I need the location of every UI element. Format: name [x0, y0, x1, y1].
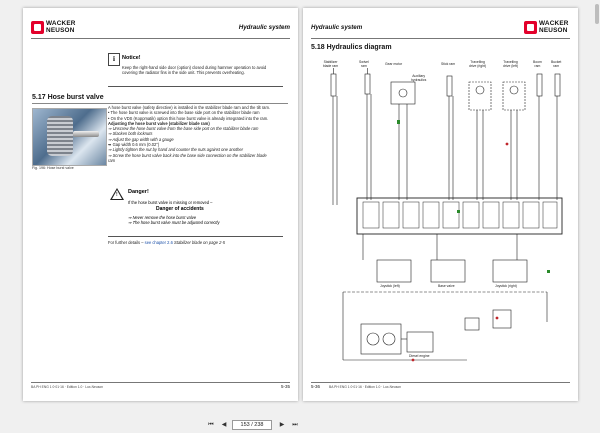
page-number: 5-36 [311, 384, 321, 389]
vertical-scrollbar[interactable] [595, 4, 599, 24]
body-line: ram [108, 157, 116, 163]
body-line: A hose burst valve (safety directive) is… [108, 105, 271, 110]
body-line: ⇒ Lightly tighten the nut by hand and co… [108, 147, 243, 153]
label-stabilizer-ram: Stabilizer blade ram [323, 60, 339, 68]
label-diesel-engine: Diesel engine [409, 354, 430, 358]
page-number-input[interactable] [232, 420, 272, 430]
label-stick-ram: Stick ram [441, 62, 456, 66]
body-text: A hose burst valve (safety directive) is… [108, 105, 288, 163]
danger-intro: If the hose burst valve is missing or re… [128, 200, 213, 205]
notice-title: Notice! [122, 55, 141, 61]
notice-box: i Notice! Keep the right-hand side door … [108, 53, 283, 87]
label-boom-ram: Boom ram [533, 60, 542, 68]
warning-icon: ! [110, 188, 124, 200]
section-title: 5.18 Hydraulics diagram [311, 44, 392, 51]
section-title: 5.17 Hose burst valve [32, 94, 104, 101]
body-line: ⇒ Adjust the gap width with a gauge [108, 136, 174, 142]
logo-mark-icon [31, 21, 44, 34]
label-auxiliary: Auxiliary hydraulics [411, 74, 427, 82]
body-line: ➥ Gap width 0.6 mm (0.02") [108, 142, 160, 148]
notice-body: Keep the right-hand side door (option) c… [122, 65, 267, 76]
page-footer: 5-36 BA PH ENG 1 0·01·16 · Edition 1.0 ·… [311, 382, 570, 391]
danger-box: ! Danger! If the hose burst valve is mis… [108, 186, 283, 237]
body-line: ⇒ Slacken both locknuts [108, 131, 153, 137]
footer-doc-id: BA PH ENG 1 0·01·16 · Edition 1.0 · Lux-… [329, 385, 402, 389]
danger-heading: Danger of accidents [156, 206, 204, 213]
danger-title: Danger! [128, 189, 149, 195]
last-page-icon[interactable]: ⏭ [292, 422, 298, 428]
previous-page-icon[interactable]: ◀ [221, 422, 227, 428]
body-line: ⇒ Screw the hose burst valve back into t… [108, 152, 267, 158]
label-base-valve: Base valve [438, 284, 455, 288]
body-line: • The hose burst valve is screwed into t… [108, 110, 260, 116]
label-gear-motor: Gear motor [385, 62, 403, 66]
footer-doc-id: BA PH ENG 1 0·01·16 · Edition 1.0 · Lux-… [31, 385, 104, 389]
label-joystick-left: Joystick (left) [380, 284, 400, 288]
body-line: • On the VDS (Koppmatik) option this hos… [108, 115, 269, 121]
header-title: Hydraulic system [311, 24, 363, 31]
logo-mark-icon [524, 21, 537, 34]
label-joystick-right: Joystick (right) [495, 284, 517, 288]
danger-line-2: ⇒ The hose burst valve must be adjusted … [128, 219, 220, 225]
body-line: ⇒ Unscrew the hose burst valve from the … [108, 126, 259, 132]
hose-burst-valve-photo [32, 108, 107, 166]
label-bucket-ram: Bucket ram [551, 60, 562, 68]
section-rule [32, 103, 288, 104]
label-travel-left: Travelling drive (left) [503, 60, 519, 68]
next-page-icon[interactable]: ▶ [279, 422, 285, 428]
chapter-link[interactable]: see chapter 2.6 [144, 240, 173, 245]
further-details: For further details – see chapter 2.6 St… [108, 240, 225, 245]
danger-line-1: ⇒ Never remove the hose burst valve [128, 214, 197, 220]
first-page-icon[interactable]: ⏮ [208, 422, 214, 428]
schematic-lines [330, 68, 563, 362]
hydraulics-diagram: Stabilizer blade ram Swivel ram Gear mot… [317, 60, 565, 380]
viewer-toolbar: ⏮ ◀ ▶ ⏭ [0, 418, 600, 433]
label-swivel-ram: Swivel ram [359, 60, 369, 68]
header-title: Hydraulic system [238, 24, 290, 31]
figure-caption: Fig. 196: Hose burst valve [32, 166, 74, 170]
label-travel-right: Travelling drive (right) [469, 60, 487, 68]
info-icon: i [108, 53, 120, 66]
page-number: 5-35 [280, 384, 290, 389]
body-line: Adjusting the hose burst valve (stabiliz… [108, 120, 210, 126]
page-footer: BA PH ENG 1 0·01·16 · Edition 1.0 · Lux-… [31, 382, 290, 391]
